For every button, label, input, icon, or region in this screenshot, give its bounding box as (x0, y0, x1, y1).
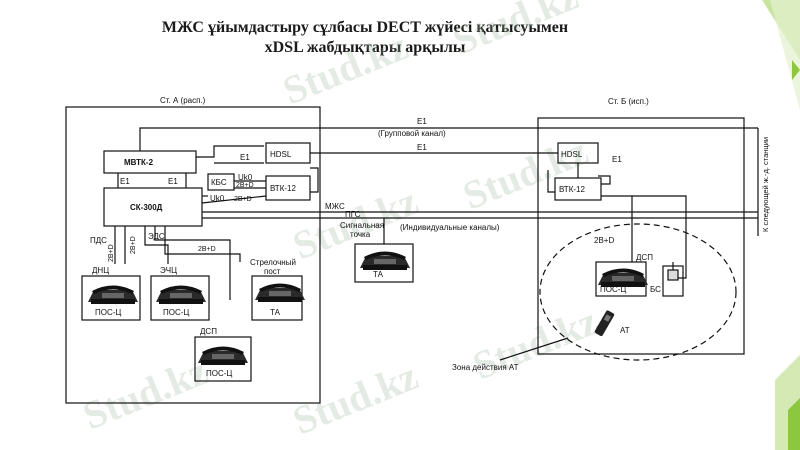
at-label: АТ (620, 326, 630, 335)
slide-title: МЖС ұйымдастыру сұлбасы DECT жүйесі қаты… (70, 18, 660, 58)
watermark-5: Stud.kz (287, 353, 424, 443)
hdsl-a-label: HDSL (270, 150, 292, 159)
watermark-7: Stud.kz (77, 348, 214, 438)
e1-label-mvtk-left: Е1 (120, 177, 130, 186)
two-b-d-label-arrow: 2В+D (198, 246, 216, 253)
dsp-b-label: ДСП (636, 253, 653, 262)
e1-label-hdsl-a: Е1 (240, 153, 250, 162)
signal-point-phone-icon (360, 251, 410, 270)
mzhs-label: МЖС (325, 202, 345, 211)
kbs-box (207, 173, 235, 191)
vtk12-a-label: ВТК-12 (270, 184, 296, 193)
sk300-label: СК-300Д (130, 203, 163, 212)
ech-label: ЭЧЦ (160, 266, 177, 275)
e1-label-group: Е1 (417, 117, 427, 126)
vtk12-b-label: ВТК-12 (559, 185, 585, 194)
signal-point-label-1: Сигнальная (340, 221, 384, 230)
watermark-4: Stud.kz (467, 298, 604, 388)
two-b-d-vertical-2: 2В+D (130, 236, 137, 254)
pos-c-dsp-b-label: ПОС-Ц (600, 285, 626, 294)
watermark-6: Stud.kz (447, 0, 584, 63)
two-b-d-label-top: 2В+D (236, 182, 254, 189)
mvtk2-label: МВТК-2 (124, 158, 154, 167)
station-a-frame (65, 106, 321, 404)
ta-arrow-post-label: ТА (270, 308, 281, 317)
two-b-d-label-bottom: 2В+D (234, 196, 252, 203)
handheld-at-icon (594, 310, 615, 337)
dsp-a-phone-box (194, 336, 252, 382)
uk0-label-top: Uk0 (238, 173, 253, 182)
ta-signal-label: ТА (373, 270, 384, 279)
decor-triangles (762, 0, 800, 450)
at-coverage-zone (539, 223, 737, 361)
group-channel-label: (Групповой канал) (378, 129, 446, 138)
two-b-d-b-label: 2В+D (594, 236, 614, 245)
individual-channels-label: (Индивидуальные каналы) (400, 223, 500, 232)
kbs-label: КБС (211, 178, 227, 187)
bs-label: БС (650, 285, 661, 294)
pos-c-ech-label: ПОС-Ц (163, 308, 189, 317)
dsp-a-label: ДСП (200, 327, 217, 336)
two-b-d-vertical-1: 2В+D (108, 244, 115, 262)
play-triangle-icon (792, 60, 800, 80)
dnc-label: ДНЦ (92, 266, 109, 275)
dsp-a-phone-icon (198, 346, 248, 365)
e1-label-mid: Е1 (417, 143, 427, 152)
bs-antenna-icon (667, 262, 679, 281)
hdsl-b-label: HDSL (561, 150, 583, 159)
pos-c-dnc-label: ПОС-Ц (95, 308, 121, 317)
watermark-3: Stud.kz (457, 128, 594, 218)
watermark-1: Stud.kz (277, 23, 414, 113)
ta-arrow-post-phone-icon (255, 283, 305, 302)
pos-c-dsp-a-label: ПОС-Ц (206, 369, 232, 378)
station-a-label: Ст. А (расп.) (160, 96, 206, 105)
arrow-post-label-2: пост (264, 267, 281, 276)
zone-at-label: Зона действия АТ (452, 363, 519, 372)
mvtk2-box (103, 150, 197, 174)
e1-label-b: Е1 (612, 155, 622, 164)
ech-phone-box (150, 275, 210, 321)
arrow-post-label-1: Стрелочный (250, 258, 296, 267)
station-b-label: Ст. Б (исп.) (608, 97, 649, 106)
e1-label-mvtk-right: Е1 (168, 177, 178, 186)
next-station-label: К следующей ж.-д. станции (761, 137, 770, 232)
sk300-box (103, 187, 203, 227)
pds-label: ПДС (90, 236, 107, 245)
pgs-label: ПГС (345, 210, 361, 219)
eds-label: ЭДС (148, 232, 165, 241)
station-b-frame (537, 117, 745, 355)
ech-phone-icon (156, 285, 206, 304)
title-line-1: МЖС ұйымдастыру сұлбасы DECT жүйесі қаты… (161, 19, 569, 36)
dsp-b-phone-box (595, 261, 647, 297)
dnc-phone-box (81, 275, 141, 321)
title-line-2: xDSL жабдықтары арқылы (264, 39, 466, 56)
signal-point-label-2: точка (350, 230, 371, 239)
dnc-phone-icon (88, 285, 138, 304)
uk0-label-bottom: Uk0 (210, 194, 225, 203)
